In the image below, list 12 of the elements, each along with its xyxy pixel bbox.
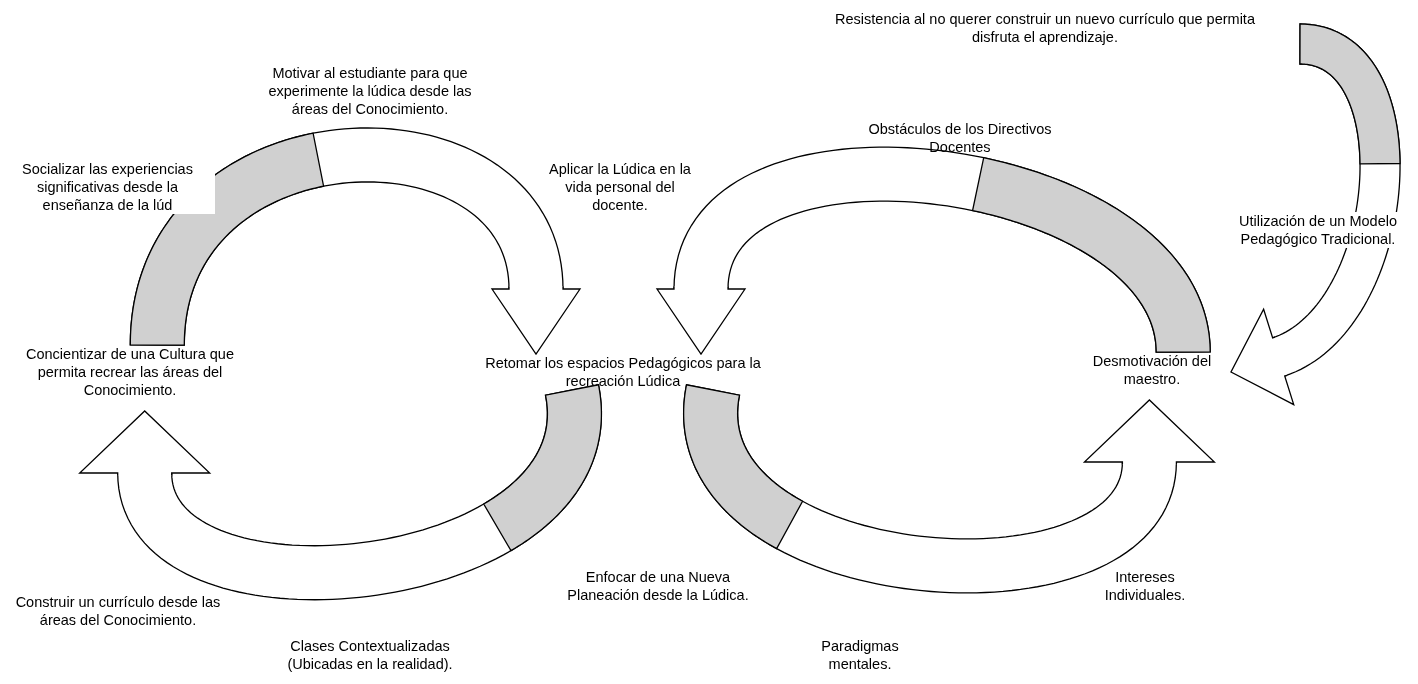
concept-text: Retomar los espacios Pedagógicos para la recreación Lúdica — [473, 354, 773, 390]
arrow-annotation: Paradigmas mentales. — [820, 637, 900, 673]
arrow-annotation: Resistencia al no querer construir un nuevo currículo que permita disfruta el aprendizaje. — [835, 10, 1255, 46]
arrow-annotation: Construir un currículo desde las áreas del Conocimiento. — [14, 593, 222, 629]
arrow-annotation: Clases Contextualizadas (Ubicadas en la realidad). — [286, 637, 454, 673]
arrow-annotation: Aplicar la Lúdica en la vida personal del docente. — [548, 160, 692, 214]
arrow-annotation: Enfocar de una Nueva Planeación desde la Lúdica. — [566, 568, 750, 604]
concept-text: Desmotivación del maestro. — [1087, 352, 1217, 388]
arrow-annotation: Motivar al estudiante para que experimente la lúdica desde las áreas del Conocimiento. — [267, 64, 473, 118]
concept-text: Concientizar de una Cultura que permita recrear las áreas del Conocimiento. — [25, 345, 235, 399]
arrow-annotation: Obstáculos de los Directivos Docentes — [867, 120, 1053, 156]
arrow-annotation: Intereses Individuales. — [1103, 568, 1187, 604]
